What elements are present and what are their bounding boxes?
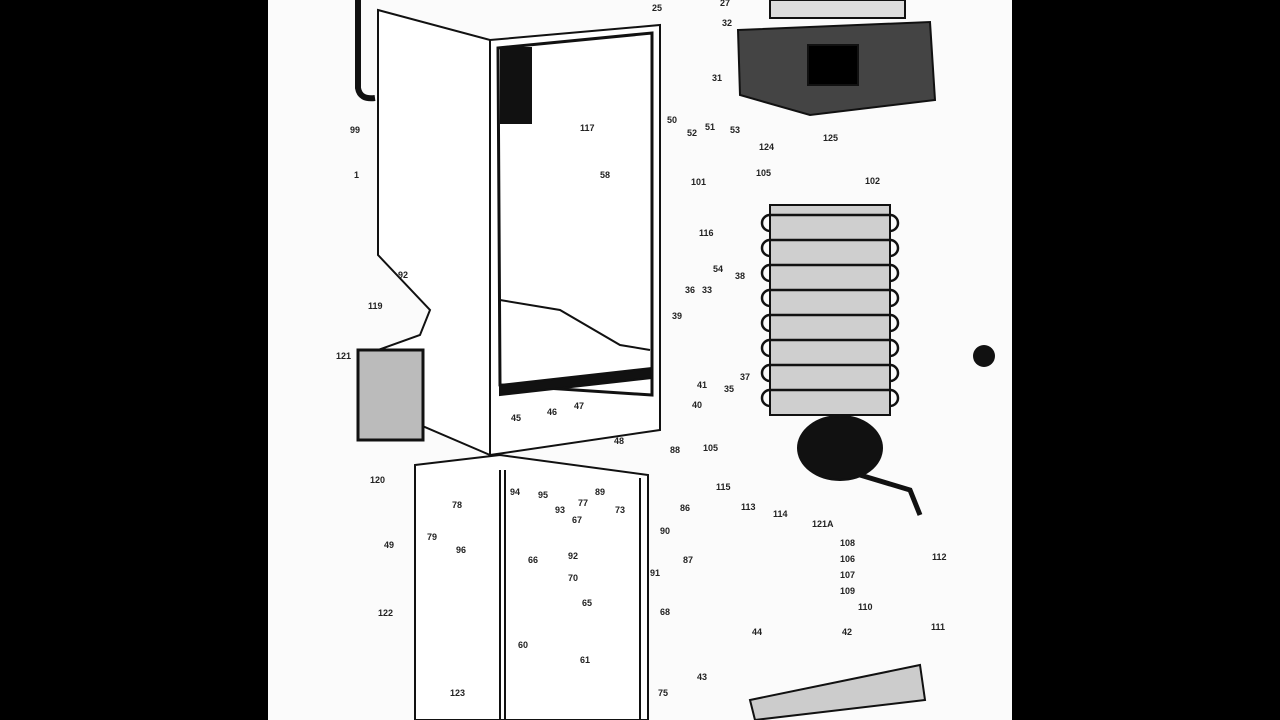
part-label: 88 bbox=[670, 445, 680, 455]
part-label: 121 bbox=[336, 351, 351, 361]
part-label: 40 bbox=[692, 400, 702, 410]
condenser-coils bbox=[760, 213, 900, 408]
part-label: 37 bbox=[740, 372, 750, 382]
part-label: 108 bbox=[840, 538, 855, 548]
coil-tube bbox=[760, 213, 900, 233]
part-label: 95 bbox=[538, 490, 548, 500]
part-label: 122 bbox=[378, 608, 393, 618]
part-label: 116 bbox=[699, 228, 714, 238]
part-label: 36 bbox=[685, 285, 695, 295]
part-label: 115 bbox=[716, 482, 731, 492]
part-label: 78 bbox=[452, 500, 462, 510]
base-grille bbox=[748, 663, 927, 720]
part-label: 75 bbox=[658, 688, 668, 698]
registration-dot bbox=[973, 345, 995, 367]
part-label: 109 bbox=[840, 586, 855, 596]
part-label: 43 bbox=[697, 672, 707, 682]
part-label: 92 bbox=[398, 270, 408, 280]
part-label: 113 bbox=[741, 502, 756, 512]
part-label: 92 bbox=[568, 551, 578, 561]
freezer-vent bbox=[500, 47, 532, 124]
part-label: 70 bbox=[568, 573, 578, 583]
part-label: 27 bbox=[720, 0, 730, 8]
part-label: 44 bbox=[752, 627, 762, 637]
part-label: 39 bbox=[672, 311, 682, 321]
evaporator-top bbox=[769, 0, 906, 19]
part-label: 1 bbox=[354, 170, 359, 180]
part-label: 52 bbox=[687, 128, 697, 138]
condenser bbox=[769, 204, 891, 416]
part-label: 51 bbox=[705, 122, 715, 132]
part-label: 58 bbox=[600, 170, 610, 180]
insulation-block bbox=[356, 348, 425, 442]
part-label: 119 bbox=[368, 301, 383, 311]
part-label: 99 bbox=[350, 125, 360, 135]
part-label: 91 bbox=[650, 568, 660, 578]
part-label: 110 bbox=[858, 602, 873, 612]
part-label: 49 bbox=[384, 540, 394, 550]
part-label: 102 bbox=[865, 176, 880, 186]
part-label: 117 bbox=[580, 123, 595, 133]
coil-tube bbox=[760, 288, 900, 308]
part-label: 120 bbox=[370, 475, 385, 485]
part-label: 38 bbox=[735, 271, 745, 281]
cabinet-opening bbox=[496, 31, 654, 397]
part-label: 79 bbox=[427, 532, 437, 542]
part-label: 101 bbox=[691, 177, 706, 187]
part-label: 105 bbox=[756, 168, 771, 178]
part-label: 105 bbox=[703, 443, 718, 453]
part-label: 121A bbox=[812, 519, 834, 529]
part-label: 93 bbox=[555, 505, 565, 515]
coil-tube bbox=[760, 238, 900, 258]
part-labels: 99 1 117 58 119 92 121 120 45 46 47 48 88 86 78 79 49 96 9… bbox=[336, 0, 947, 698]
part-label: 31 bbox=[712, 73, 722, 83]
part-label: 77 bbox=[578, 498, 588, 508]
part-label: 53 bbox=[730, 125, 740, 135]
coil-tube bbox=[760, 388, 900, 408]
part-label: 125 bbox=[823, 133, 838, 143]
part-label: 67 bbox=[572, 515, 582, 525]
part-label: 25 bbox=[652, 3, 662, 13]
diagram-sheet: 99 1 117 58 119 92 121 120 45 46 47 48 88 86 78 79 49 96 9… bbox=[268, 0, 1012, 720]
part-label: 46 bbox=[547, 407, 557, 417]
compressor-tube bbox=[859, 472, 923, 516]
part-label: 86 bbox=[680, 503, 690, 513]
part-label: 54 bbox=[713, 264, 723, 274]
part-label: 123 bbox=[450, 688, 465, 698]
lower-cabinet bbox=[414, 453, 649, 720]
coil-tube bbox=[760, 363, 900, 383]
part-label: 87 bbox=[683, 555, 693, 565]
coil-tube bbox=[760, 338, 900, 358]
part-label: 89 bbox=[595, 487, 605, 497]
part-label: 66 bbox=[528, 555, 538, 565]
part-label: 124 bbox=[759, 142, 774, 152]
part-label: 90 bbox=[660, 526, 670, 536]
part-label: 96 bbox=[456, 545, 466, 555]
part-label: 60 bbox=[518, 640, 528, 650]
part-label: 112 bbox=[932, 552, 947, 562]
part-label: 41 bbox=[697, 380, 707, 390]
coil-tube bbox=[760, 263, 900, 283]
part-label: 114 bbox=[773, 509, 788, 519]
part-label: 107 bbox=[840, 570, 855, 580]
door-gasket bbox=[355, 0, 376, 102]
part-label: 47 bbox=[574, 401, 584, 411]
part-label: 33 bbox=[702, 285, 712, 295]
part-label: 35 bbox=[724, 384, 734, 394]
part-label: 106 bbox=[840, 554, 855, 564]
part-label: 48 bbox=[614, 436, 624, 446]
part-label: 32 bbox=[722, 18, 732, 28]
part-label: 68 bbox=[660, 607, 670, 617]
part-label: 111 bbox=[931, 622, 945, 632]
part-label: 50 bbox=[667, 115, 677, 125]
coil-tube bbox=[760, 313, 900, 333]
part-label: 61 bbox=[580, 655, 590, 665]
part-label: 73 bbox=[615, 505, 625, 515]
part-label: 42 bbox=[842, 627, 852, 637]
part-label: 65 bbox=[582, 598, 592, 608]
compressor bbox=[797, 415, 883, 481]
part-label: 45 bbox=[511, 413, 521, 423]
part-label: 94 bbox=[510, 487, 520, 497]
